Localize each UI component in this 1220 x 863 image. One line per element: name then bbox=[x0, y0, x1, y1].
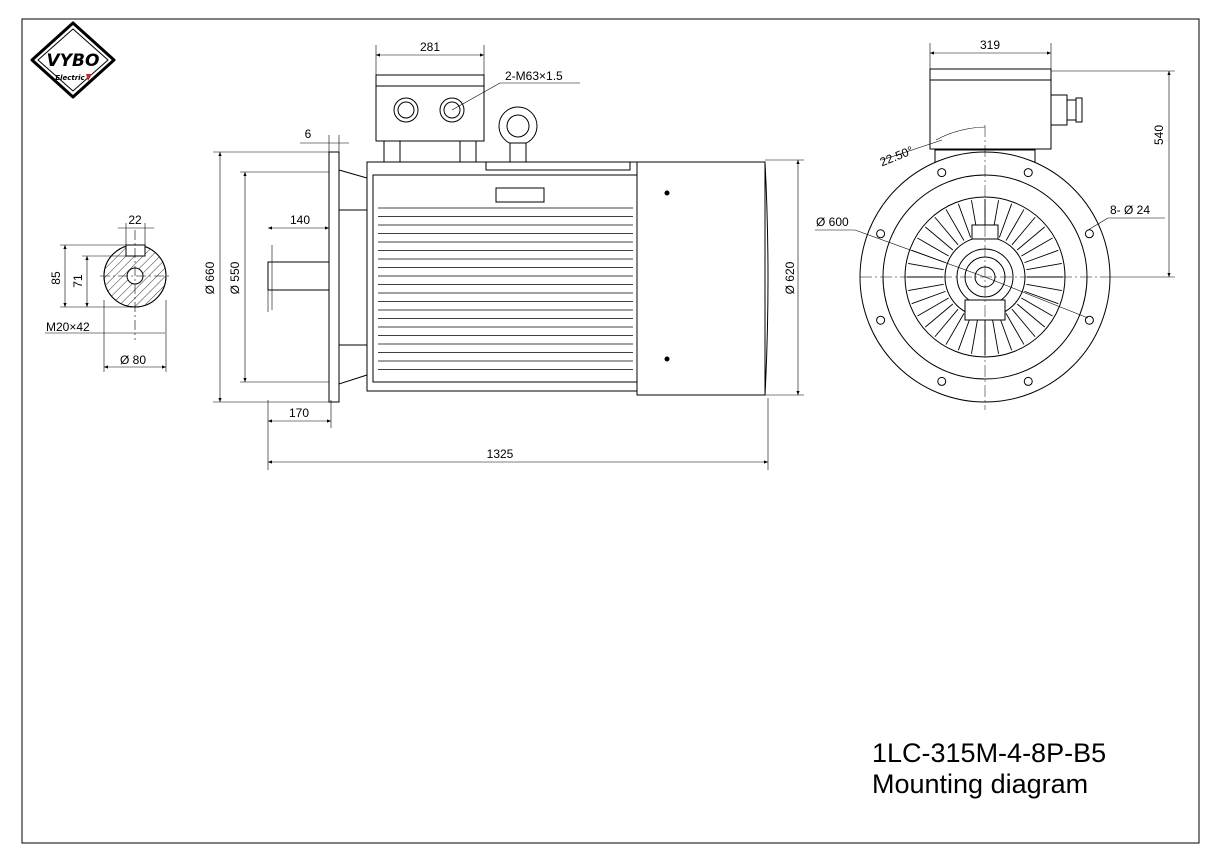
radial-fin bbox=[1005, 209, 1025, 241]
radial-fin bbox=[917, 237, 949, 257]
radial-fin bbox=[1011, 308, 1036, 338]
radial-fin bbox=[1016, 303, 1046, 328]
bolt-hole bbox=[1084, 229, 1094, 239]
radial-fin bbox=[917, 297, 949, 317]
drawing-border bbox=[21, 18, 1200, 844]
bolt-hole bbox=[876, 229, 886, 239]
bolt-hole bbox=[1023, 376, 1033, 386]
brand-subtitle: Electric bbox=[55, 74, 85, 82]
radial-fin bbox=[934, 216, 959, 246]
pitch-circle-diameter-label: Ø 600 bbox=[816, 215, 849, 229]
radial-fin bbox=[1011, 216, 1036, 246]
shaft-height-71-label: 71 bbox=[71, 274, 85, 288]
bolt-hole bbox=[876, 315, 886, 325]
radial-fin bbox=[1016, 226, 1046, 251]
drawing-subtitle: Mounting diagram bbox=[872, 769, 1088, 799]
brand-accent-icon bbox=[86, 74, 92, 81]
radial-fin bbox=[957, 316, 972, 351]
radial-fin bbox=[1005, 313, 1025, 345]
thread-label: M20×42 bbox=[46, 320, 90, 334]
radial-fin bbox=[908, 283, 944, 291]
radial-fin bbox=[991, 318, 999, 354]
flange-diameter-label: Ø 660 bbox=[203, 261, 217, 294]
angle-label: 22.50° bbox=[878, 143, 916, 169]
radial-fin bbox=[908, 263, 944, 271]
shaft-height-85-label: 85 bbox=[49, 271, 63, 285]
radial-fin bbox=[924, 303, 954, 328]
bolt-hole bbox=[937, 376, 947, 386]
radial-fin bbox=[911, 290, 946, 305]
mounting-holes-label: 8- Ø 24 bbox=[1110, 203, 1150, 217]
end-box-width-label: 319 bbox=[980, 38, 1000, 52]
radial-fin bbox=[1024, 290, 1059, 305]
radial-fin bbox=[1026, 283, 1062, 291]
radial-fin bbox=[1026, 263, 1062, 271]
radial-fin bbox=[1024, 249, 1059, 264]
bolt-hole bbox=[1084, 315, 1094, 325]
radial-fin bbox=[1021, 297, 1053, 317]
radial-fin bbox=[945, 313, 965, 345]
motor-side-view bbox=[213, 45, 804, 470]
radial-fin bbox=[1021, 237, 1053, 257]
height-label: 540 bbox=[1152, 125, 1166, 145]
shaft-section-view bbox=[45, 223, 172, 372]
brand-logo: VYBO Electric bbox=[30, 21, 116, 99]
terminal-box-width-label: 281 bbox=[420, 40, 440, 54]
bolt-hole bbox=[937, 168, 947, 178]
radial-fin bbox=[998, 203, 1013, 238]
spigot-diameter-label: Ø 550 bbox=[228, 261, 242, 294]
shaft-diameter-label: Ø 80 bbox=[120, 353, 146, 367]
radial-fin bbox=[945, 209, 965, 241]
brand-name: VYBO bbox=[47, 51, 100, 71]
cable-gland-label: 2-M63×1.5 bbox=[505, 69, 563, 83]
radial-fin bbox=[971, 318, 979, 354]
radial-fin bbox=[924, 226, 954, 251]
flange-thickness-label: 6 bbox=[305, 127, 312, 141]
bolt-hole bbox=[1023, 168, 1033, 178]
radial-fin bbox=[934, 308, 959, 338]
frame-diameter-label: Ø 620 bbox=[783, 261, 797, 294]
shaft-length-label: 140 bbox=[290, 213, 310, 227]
keyway-width-label: 22 bbox=[128, 213, 142, 227]
flange-to-shaft-label: 170 bbox=[289, 406, 309, 420]
motor-end-view bbox=[815, 43, 1175, 410]
model-number: 1LC-315M-4-8P-B5 bbox=[872, 738, 1106, 768]
radial-fin bbox=[957, 203, 972, 238]
radial-fin bbox=[998, 316, 1013, 351]
total-length-label: 1325 bbox=[487, 447, 514, 461]
